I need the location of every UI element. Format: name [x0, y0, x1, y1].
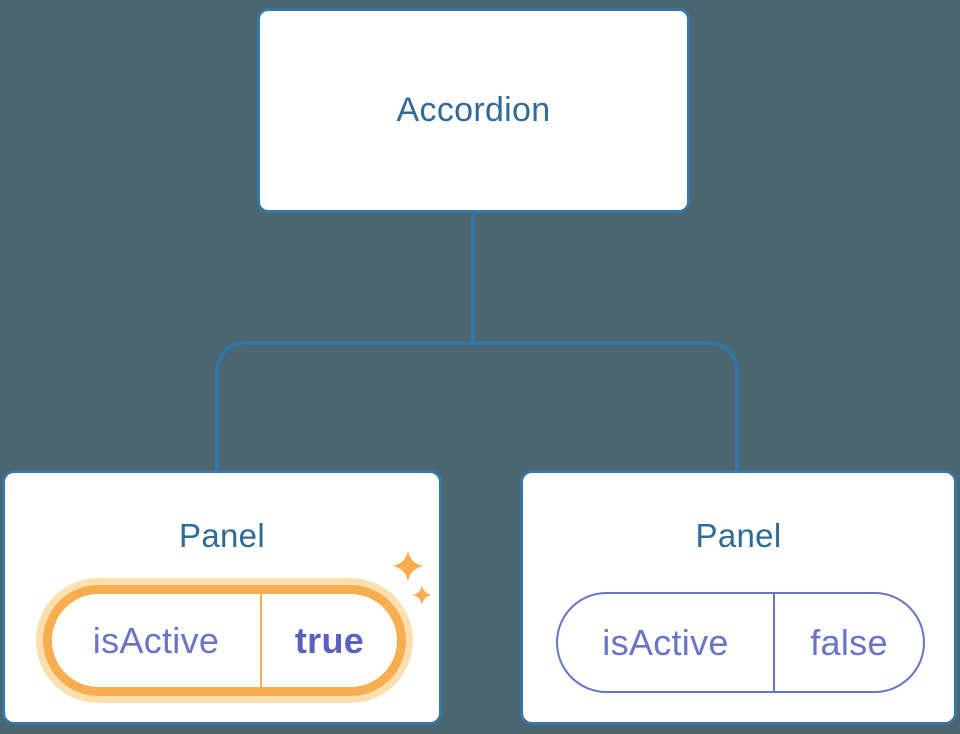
- accordion-node-label: Accordion: [396, 91, 551, 129]
- sparkles-icon: [392, 550, 432, 605]
- state-value: true: [294, 619, 365, 661]
- state-value: false: [810, 621, 888, 663]
- state-key: isActive: [92, 619, 220, 661]
- state-key: isActive: [602, 621, 729, 663]
- connector-branch: [215, 341, 739, 471]
- panel-title: Panel: [179, 517, 265, 554]
- accordion-node: Accordion: [257, 8, 690, 213]
- state-pill-inactive: isActive false: [556, 592, 925, 693]
- pill-divider: [773, 594, 775, 691]
- panel-node-inactive: Panel isActive false: [520, 470, 957, 725]
- pill-divider: [260, 594, 262, 687]
- panel-node-active: Panel isActive true: [2, 470, 442, 725]
- connector-stem: [471, 212, 475, 345]
- state-pill-active: isActive true: [43, 585, 406, 696]
- panel-title: Panel: [695, 517, 782, 554]
